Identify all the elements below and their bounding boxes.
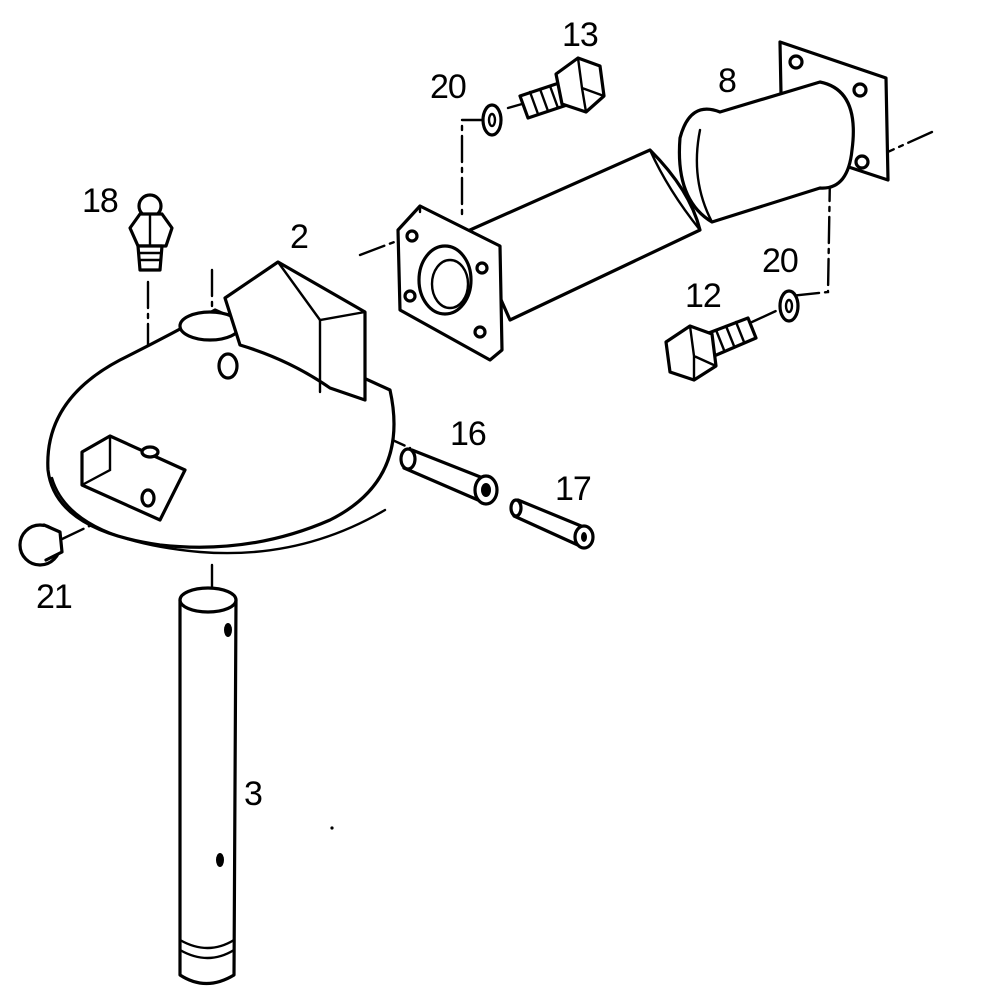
label-part-17: 17 (555, 470, 591, 508)
part-labels: 2 3 8 12 13 16 17 18 20 20 21 (36, 16, 799, 813)
label-part-3: 3 (244, 775, 262, 813)
label-part-21: 21 (36, 578, 72, 616)
part-20-washer-upper (481, 103, 503, 137)
label-part-20-upper: 20 (430, 68, 466, 106)
label-part-18: 18 (82, 182, 118, 220)
label-part-12: 12 (685, 277, 721, 315)
part-18-grease-nipple (128, 193, 174, 272)
label-part-2: 2 (290, 218, 308, 256)
part-3-vertical-shaft (178, 586, 238, 986)
part-16-sleeve (399, 447, 499, 506)
part-13-hex-bolt (518, 56, 606, 120)
part-12-hex-bolt (664, 316, 758, 382)
part-21-cap-plug (18, 523, 64, 567)
label-part-20-lower: 20 (762, 242, 798, 280)
part-20-washer-lower (778, 289, 800, 323)
label-part-16: 16 (450, 415, 486, 453)
label-part-8: 8 (718, 62, 736, 100)
stray-dot (330, 826, 334, 830)
part-17-pin (509, 498, 595, 550)
label-part-13: 13 (562, 16, 598, 54)
part-8-tube-with-flanges (396, 40, 890, 362)
part-2-base-housing (46, 260, 396, 555)
